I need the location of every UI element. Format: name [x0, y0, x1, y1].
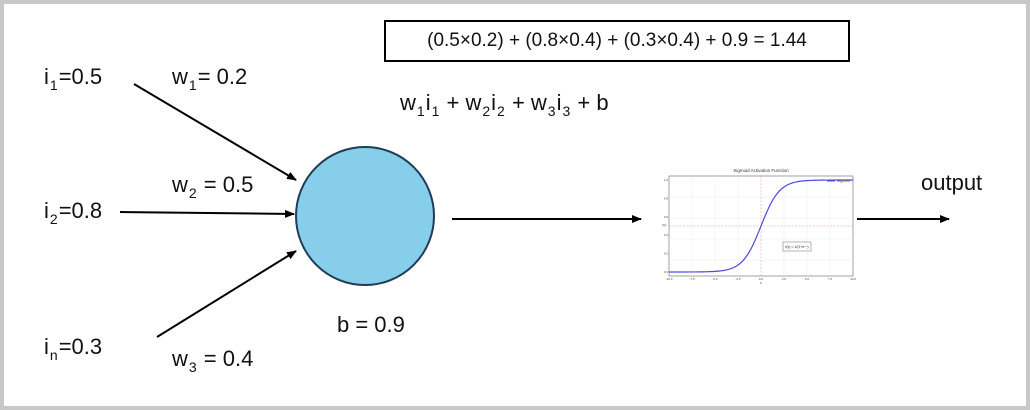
sigmoid-ylabel: f(x) — [662, 223, 666, 227]
input-arrow-1 — [133, 83, 297, 181]
sigmoid-xtick-label: -10.0 — [666, 277, 673, 281]
input-label-n: in=0.3 — [44, 334, 103, 363]
sigmoid-formula: f(x) = 1/(1+e⁻ˣ) — [785, 245, 808, 249]
sigmoid-xtick-label: 2.5 — [782, 277, 787, 281]
sigmoid-curve — [669, 179, 853, 273]
numeric-formula-box: (0.5×0.2) + (0.8×0.4) + (0.3×0.4) + 0.9 … — [384, 20, 850, 62]
sigmoid-ytick-label: 0.4 — [664, 233, 669, 237]
weight-label-3: w3 = 0.4 — [172, 346, 254, 375]
sigmoid-yticks: 0.0 0.2 0.4 0.6 0.8 1.0 — [664, 178, 669, 274]
symbolic-formula: w1i1 + w2i2 + w3i3 + b — [400, 90, 609, 119]
sigmoid-plot-title: Sigmoid Activation Function — [733, 168, 789, 173]
numeric-formula: (0.5×0.2) + (0.8×0.4) + (0.3×0.4) + 0.9 … — [427, 30, 807, 51]
sigmoid-plot: Sigmoid Activation Function Sigmoid f(x)… — [662, 168, 857, 284]
sigmoid-xticks: -10.0 -7.5 -5.0 -2.5 0.0 2.5 5.0 7.5 10.0 — [666, 277, 857, 281]
weight-label-1: w1= 0.2 — [172, 64, 248, 93]
sigmoid-ytick-label: 1.0 — [664, 178, 669, 182]
neuron-diagram — [119, 83, 950, 338]
output-label: output — [921, 170, 983, 195]
sigmoid-xtick-label: 7.5 — [828, 277, 833, 281]
input-arrow-3 — [156, 250, 297, 338]
sigmoid-xlabel: x — [760, 281, 762, 284]
sigmoid-ytick-label: 0.6 — [664, 215, 669, 219]
input-label-1: i1=0.5 — [44, 64, 103, 93]
bias-label: b = 0.9 — [337, 312, 405, 337]
sigmoid-ytick-label: 0.8 — [664, 196, 669, 200]
input-label-2: i2=0.8 — [44, 198, 103, 227]
sigmoid-xtick-label: -5.0 — [712, 277, 718, 281]
sigmoid-xtick-label: -2.5 — [735, 277, 741, 281]
sigmoid-xtick-label: 10.0 — [850, 277, 856, 281]
sigmoid-ytick-label: 0.0 — [664, 270, 669, 274]
sigmoid-xtick-label: 0.0 — [759, 277, 764, 281]
sigmoid-formula-box — [782, 241, 812, 252]
sigmoid-legend: Sigmoid — [837, 179, 850, 183]
neuron-circle — [295, 146, 435, 286]
weight-label-2: w2 = 0.5 — [172, 172, 254, 201]
sigmoid-xtick-label: 5.0 — [805, 277, 810, 281]
sigmoid-ytick-label: 0.2 — [664, 252, 669, 256]
diagram-canvas: (0.5×0.2) + (0.8×0.4) + (0.3×0.4) + 0.9 … — [4, 4, 1026, 406]
sigmoid-xtick-label: -7.5 — [689, 277, 695, 281]
input-arrow-2 — [119, 209, 295, 218]
